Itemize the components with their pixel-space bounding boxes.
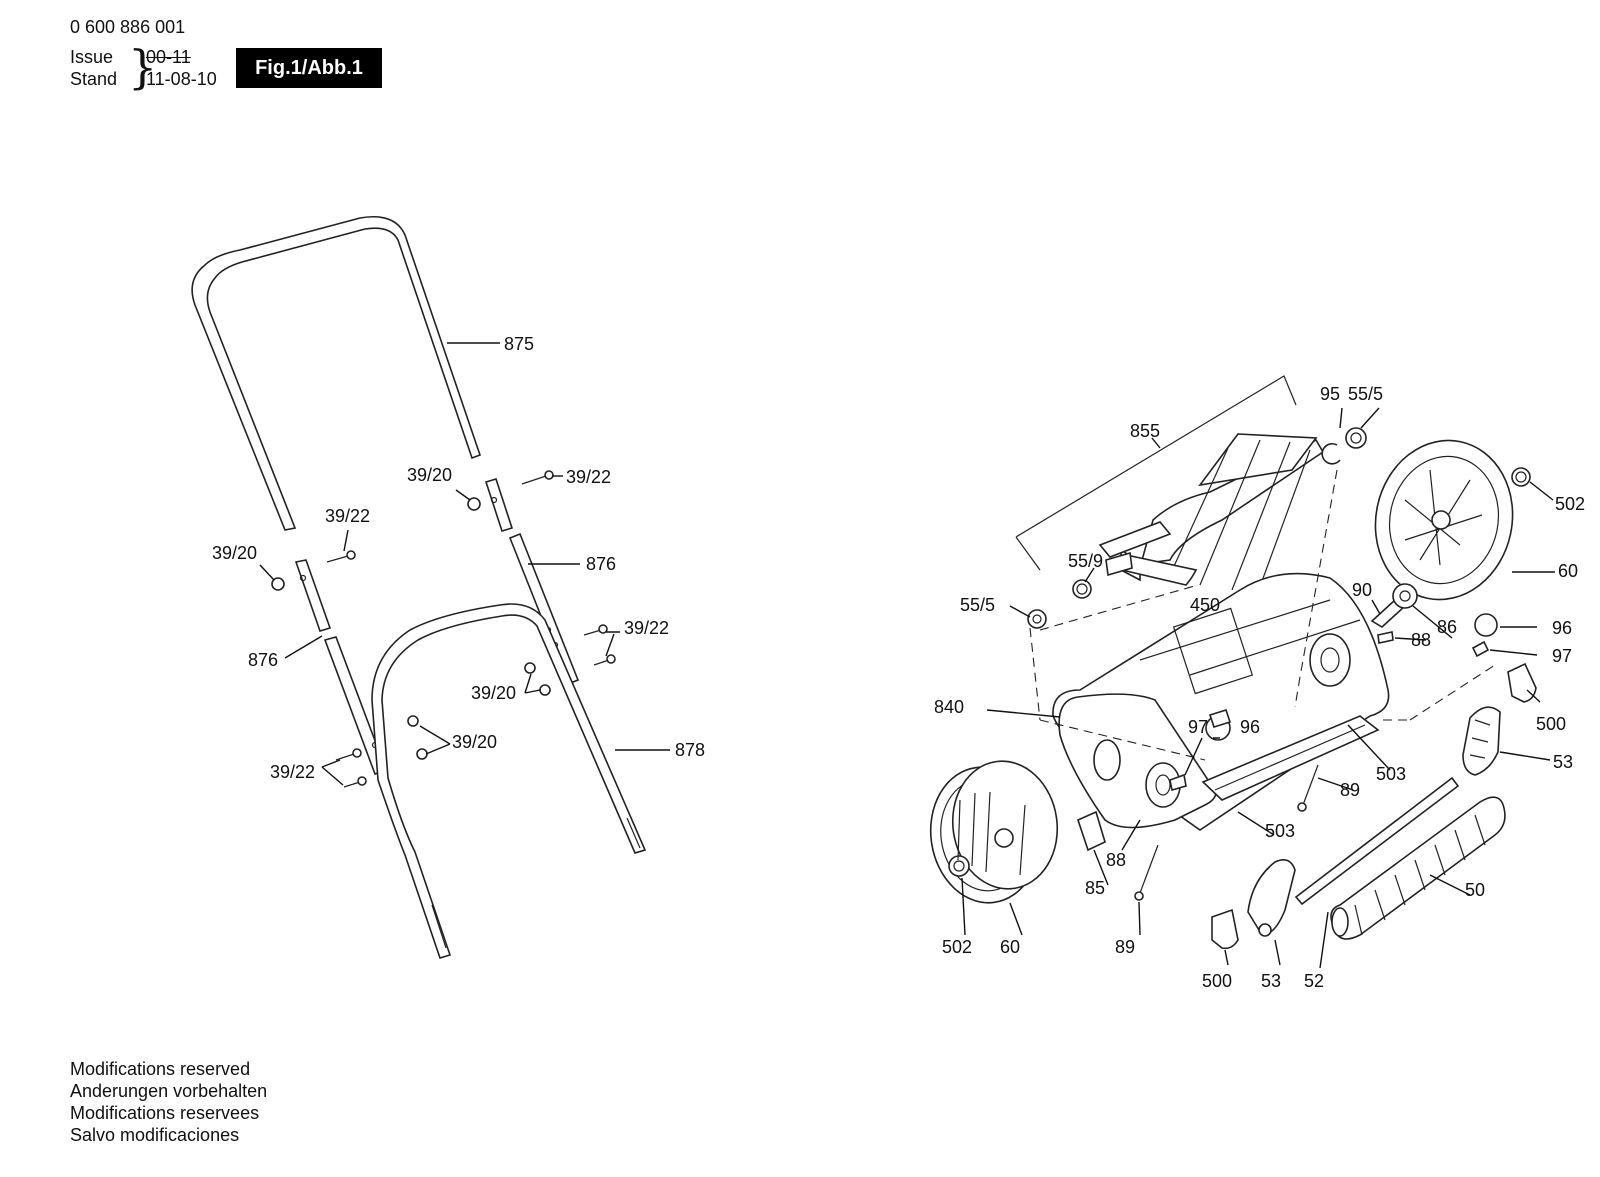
callout-450: 450 bbox=[1190, 595, 1220, 615]
callout-55-5: 55/5 bbox=[960, 595, 995, 615]
handle-878 bbox=[371, 603, 647, 959]
leader-lines-right bbox=[961, 407, 1555, 969]
callout-503: 503 bbox=[1376, 764, 1406, 784]
callout-39-20: 39/20 bbox=[471, 683, 516, 703]
callout-500: 500 bbox=[1202, 971, 1232, 991]
callout-39-22: 39/22 bbox=[566, 467, 611, 487]
callout-39-20: 39/20 bbox=[407, 465, 452, 485]
callout-52: 52 bbox=[1304, 971, 1324, 991]
callout-502: 502 bbox=[1555, 494, 1585, 514]
issue-date-new: 11-08-10 bbox=[146, 69, 217, 89]
note-line: Modifications reservees bbox=[70, 1103, 260, 1123]
cutting-cylinder-855 bbox=[1015, 375, 1325, 593]
callout-39-22: 39/22 bbox=[270, 762, 315, 782]
callout-95: 95 bbox=[1320, 384, 1340, 404]
callout-97: 97 bbox=[1188, 717, 1208, 737]
skid-500-53-right bbox=[1462, 662, 1537, 776]
callout-89: 89 bbox=[1115, 937, 1135, 957]
dashed-assembly-lines bbox=[1029, 469, 1496, 761]
skid-500-53-bottom bbox=[1211, 859, 1296, 950]
wheel-60-bottom bbox=[929, 760, 1059, 904]
callout-50: 50 bbox=[1465, 880, 1485, 900]
callout-88: 88 bbox=[1411, 630, 1431, 650]
brace-icon: } bbox=[128, 40, 158, 94]
callout-86: 86 bbox=[1437, 617, 1457, 637]
callout-96: 96 bbox=[1240, 717, 1260, 737]
callout-55-9: 55/9 bbox=[1068, 551, 1103, 571]
callout-39-22: 39/22 bbox=[325, 506, 370, 526]
callout-878: 878 bbox=[675, 740, 705, 760]
callout-53: 53 bbox=[1553, 752, 1573, 772]
callout-53: 53 bbox=[1261, 971, 1281, 991]
callout-89: 89 bbox=[1340, 780, 1360, 800]
callout-39-20: 39/20 bbox=[452, 732, 497, 752]
drive-parts-upper bbox=[1027, 427, 1367, 629]
callout-502: 502 bbox=[942, 937, 972, 957]
callout-39-20: 39/20 bbox=[212, 543, 257, 563]
part-number: 0 600 886 001 bbox=[70, 17, 186, 37]
callout-60: 60 bbox=[1000, 937, 1020, 957]
callout-labels: 875 39/20 39/22 39/22 39/20 876 876 39/2… bbox=[212, 334, 1585, 991]
mower-frame-840 bbox=[1052, 572, 1390, 831]
callout-500: 500 bbox=[1536, 714, 1566, 734]
handle-tube-876-right bbox=[484, 478, 514, 532]
screws-and-nuts-left bbox=[271, 470, 616, 788]
callout-96: 96 bbox=[1552, 618, 1572, 638]
handle-tube-876-left bbox=[294, 559, 332, 632]
callout-876: 876 bbox=[586, 554, 616, 574]
callout-39-22: 39/22 bbox=[624, 618, 669, 638]
callout-97: 97 bbox=[1552, 646, 1572, 666]
note-line: Modifications reserved bbox=[70, 1059, 251, 1079]
note-line: Anderungen vorbehalten bbox=[70, 1081, 268, 1101]
modifications-notes: Modifications reserved Anderungen vorbeh… bbox=[70, 1058, 267, 1146]
note-line: Salvo modificaciones bbox=[70, 1125, 240, 1145]
handle-875 bbox=[191, 216, 482, 531]
callout-60: 60 bbox=[1558, 561, 1578, 581]
callout-55-5: 55/5 bbox=[1348, 384, 1383, 404]
callout-840: 840 bbox=[934, 697, 964, 717]
figure-label: Fig.1/Abb.1 bbox=[236, 48, 382, 88]
issue-date-old: 00-11 bbox=[146, 47, 191, 67]
stand-label: Stand bbox=[70, 69, 118, 89]
callout-875: 875 bbox=[504, 334, 534, 354]
callout-88: 88 bbox=[1106, 850, 1126, 870]
issue-label: Issue bbox=[70, 47, 114, 67]
callout-90: 90 bbox=[1352, 580, 1372, 600]
roller-52-50 bbox=[1294, 776, 1506, 940]
small-parts-right bbox=[1077, 583, 1498, 901]
leader-lines-left bbox=[259, 342, 670, 786]
callout-876: 876 bbox=[248, 650, 278, 670]
wheel-60-top bbox=[1374, 439, 1531, 601]
callout-503: 503 bbox=[1265, 821, 1295, 841]
callout-855: 855 bbox=[1130, 421, 1160, 441]
callout-85: 85 bbox=[1085, 878, 1105, 898]
